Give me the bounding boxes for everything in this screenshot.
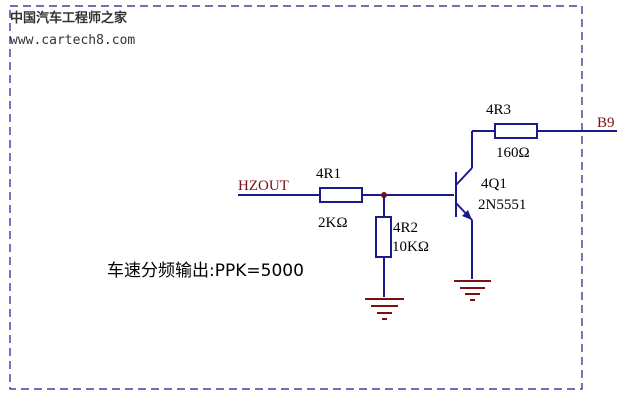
net-label-b9: B9 <box>597 115 615 131</box>
resistor-r1 <box>319 187 363 203</box>
r2-value-label: 10KΩ <box>392 239 429 255</box>
net-label-hzout: HZOUT <box>238 178 289 194</box>
resistor-r2 <box>375 216 392 258</box>
sheet-border <box>9 5 583 390</box>
r2-ref-label: 4R2 <box>393 220 418 236</box>
annotation-note: 车速分频输出:PPK=5000 <box>107 261 304 281</box>
watermark-title: 中国汽车工程师之家 <box>10 10 128 26</box>
r1-value-label: 2KΩ <box>318 215 347 231</box>
q1-value-label: 2N5551 <box>478 197 526 213</box>
q1-ref-label: 4Q1 <box>481 176 507 192</box>
r3-value-label: 160Ω <box>496 145 530 161</box>
npn-transistor-icon <box>455 167 473 221</box>
r3-ref-label: 4R3 <box>486 102 511 118</box>
resistor-r3 <box>494 123 538 139</box>
ground-icon <box>454 280 491 301</box>
r1-ref-label: 4R1 <box>316 166 341 182</box>
ground-icon <box>365 298 404 320</box>
watermark-url: www.cartech8.com <box>10 33 135 48</box>
